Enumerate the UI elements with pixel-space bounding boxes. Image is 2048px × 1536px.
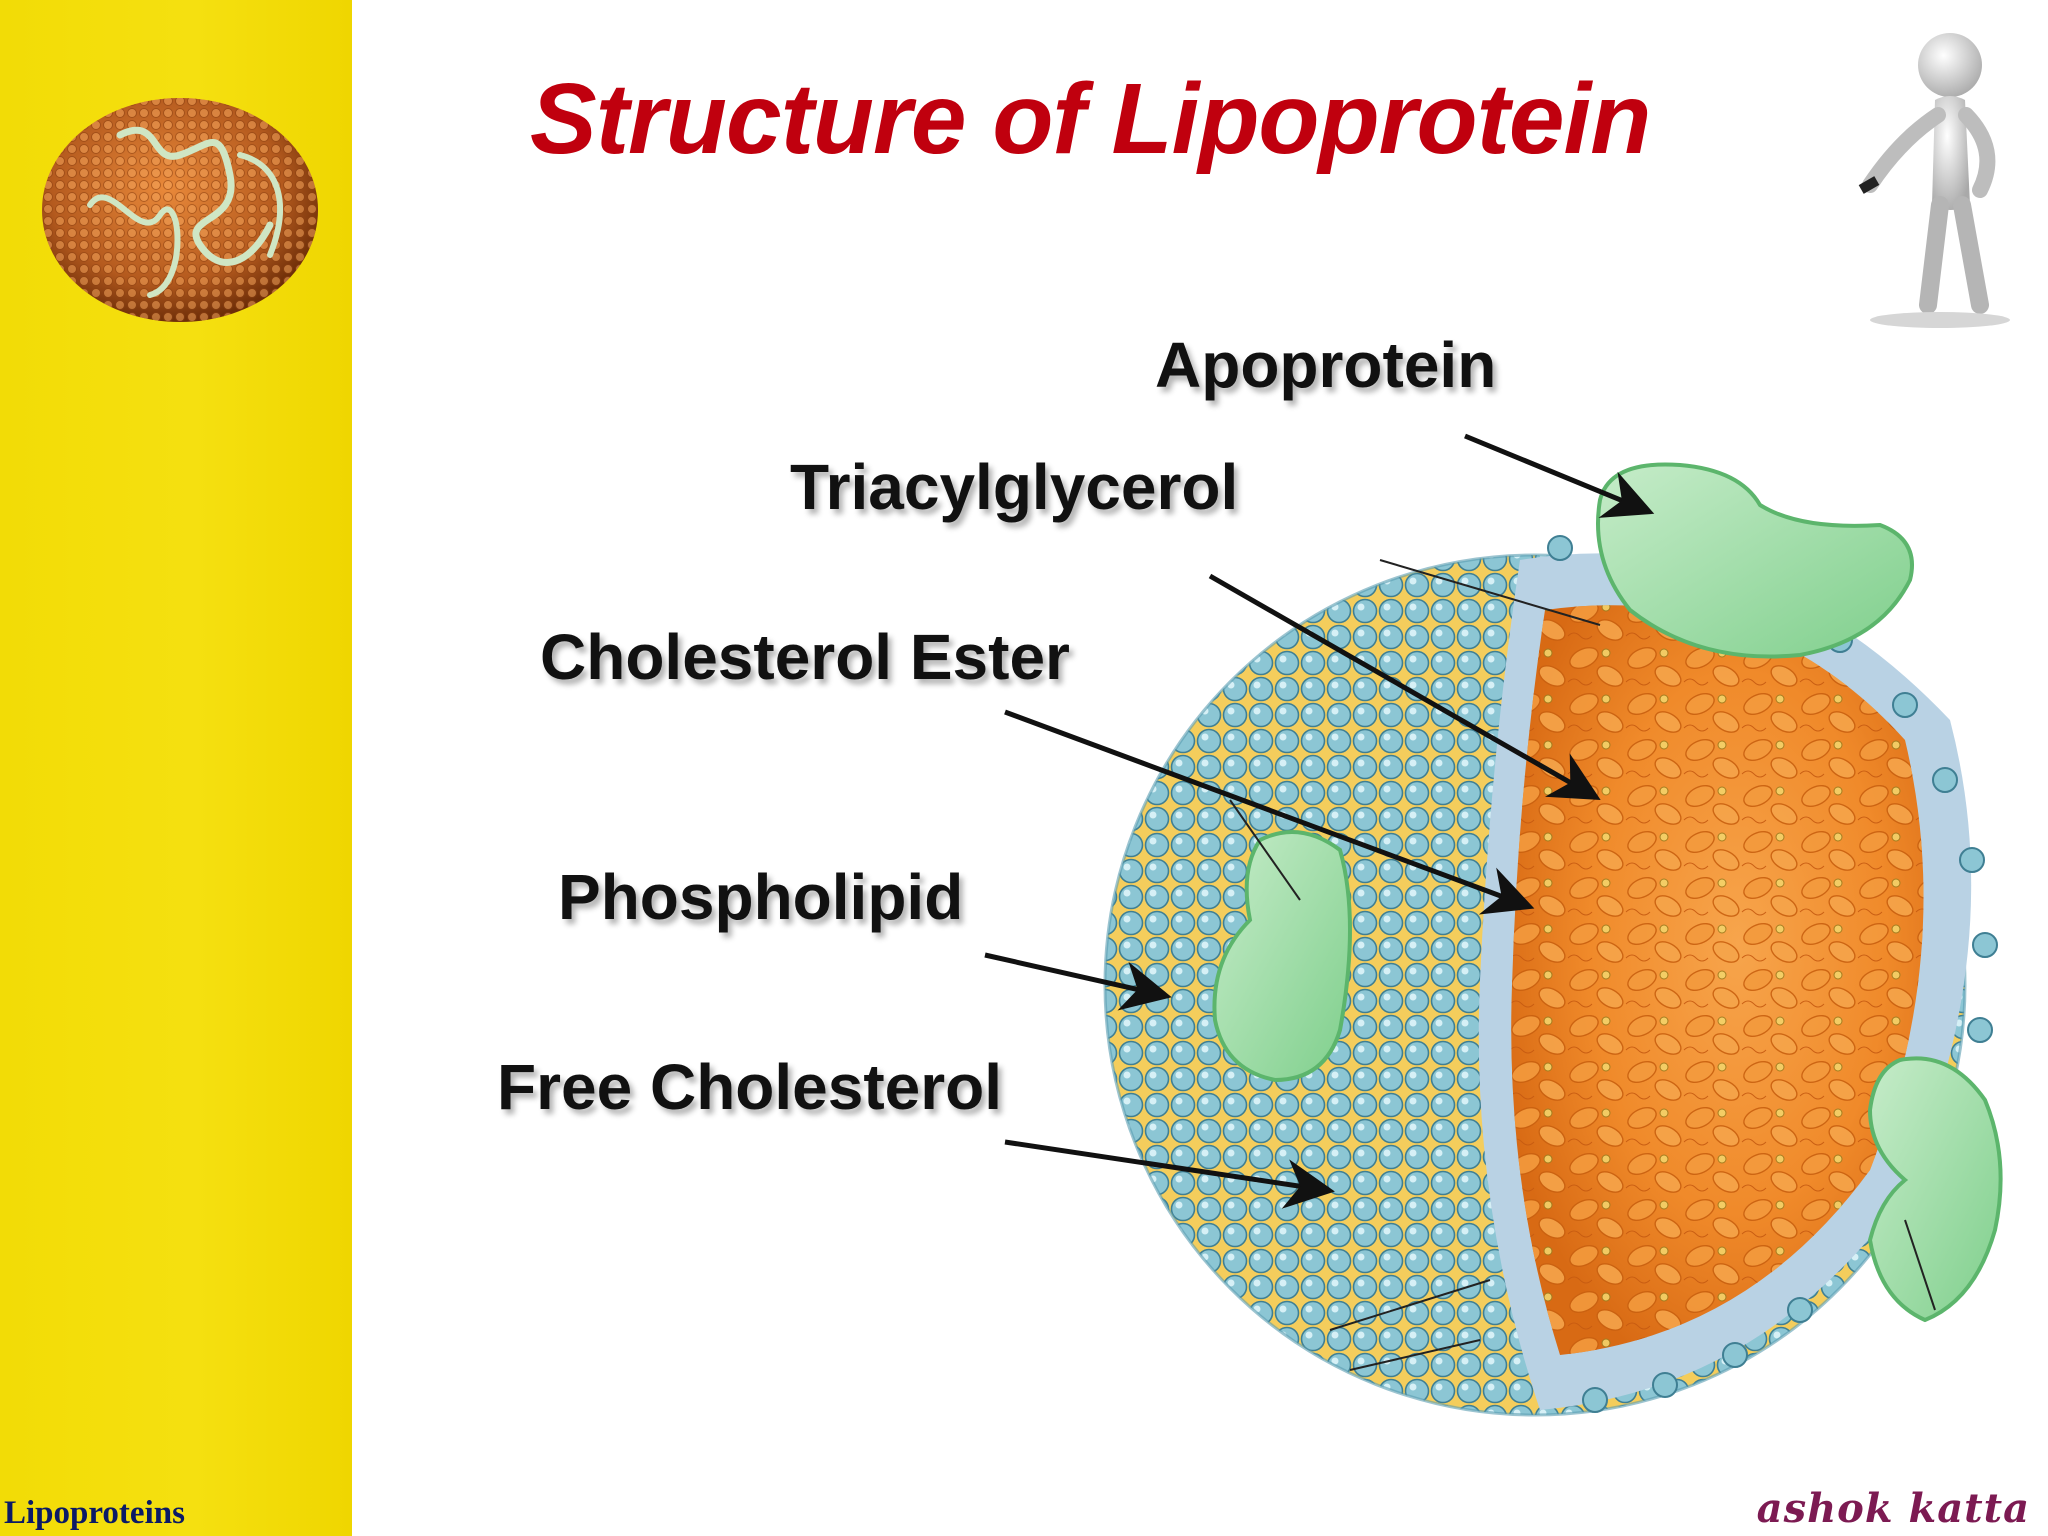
apoprotein-left: [1212, 830, 1352, 1083]
label-free-cholesterol: Free Cholesterol: [497, 1051, 1003, 1123]
author-signature: ashok katta: [1756, 1485, 2030, 1532]
apoprotein-right: [1867, 1056, 2003, 1323]
label-cholesterol-ester: Cholesterol Ester: [540, 621, 1070, 693]
slide-title: Structure of Lipoprotein: [530, 63, 1651, 175]
label-phospholipid: Phospholipid: [558, 861, 964, 933]
label-triacylglycerol: Triacylglycerol: [790, 451, 1239, 523]
arrow-cholesterol-ester: [1004, 709, 1535, 915]
lipoprotein-thumbnail-icon: [42, 98, 318, 322]
label-apoprotein: Apoprotein: [1155, 329, 1497, 401]
arrow-free-cholesterol: [1004, 1139, 1335, 1209]
arrow-apoprotein: [1464, 433, 1655, 518]
arrow-phospholipid: [984, 952, 1172, 1011]
sidebar: Lipoproteins: [0, 0, 352, 1536]
arrow-triacylglycerol: [1208, 573, 1601, 800]
footer-section-label: Lipoproteins: [4, 1495, 185, 1531]
inner-lines: [1229, 559, 1936, 1371]
lipid-core: [1478, 553, 1972, 1410]
presenter-figure-icon: [1858, 33, 2010, 328]
apoprotein-top: [1596, 462, 1914, 659]
